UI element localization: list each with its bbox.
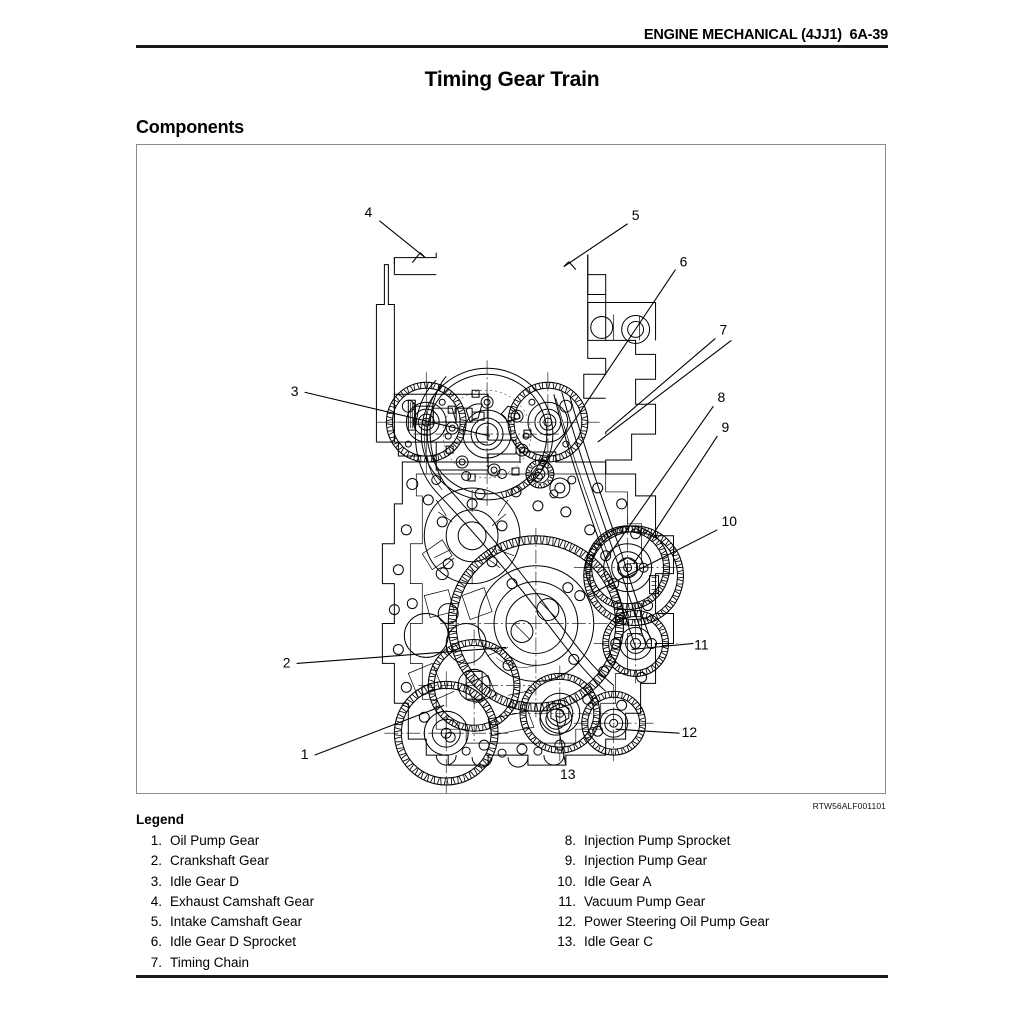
legend-item-label: Exhaust Camshaft Gear [170,893,315,909]
legend-heading: Legend [136,812,185,827]
legend-column-right: 8. Injection Pump Sprocket 9. Injection Pum… [512,833,888,975]
legend-item-label: Oil Pump Gear [170,833,260,848]
legend-item: 6. Idle Gear D Sprocket [136,934,512,954]
legend-item: 11. Vacuum Pump Gear [550,894,888,914]
legend-item: 9. Injection Pump Gear [550,853,888,873]
legend-item-number: 2. [150,853,162,869]
callout-3: 3 [291,383,299,399]
callout-leaders [296,220,732,766]
legend-item-number: 13. [557,934,576,950]
legend-item: 4. Exhaust Camshaft Gear [136,894,512,914]
running-head-text: ENGINE MECHANICAL (4JJ1) 6A-39 [643,27,888,43]
timing-gear-train-diagram: 4 5 6 3 7 8 9 10 11 2 1 12 13 [283,204,738,793]
gear-tooth-ring [385,381,467,463]
legend-item-label: Idle Gear A [584,873,652,889]
callout-12: 12 [682,724,698,740]
legend-item-number: 3. [150,873,162,889]
legend-item-number: 7. [150,954,162,970]
water-pump-boss [423,487,521,585]
gear-tooth-ring [393,680,499,786]
legend-item-label: Intake Camshaft Gear [170,914,303,930]
gear-tooth-ring [583,525,684,626]
callout-1: 1 [301,746,309,762]
legend-item-number: 1. [150,833,162,848]
legend-item-label: Power Steering Oil Pump Gear [584,914,770,930]
legend-item-label: Injection Pump Sprocket [584,833,731,848]
legend: 1. Oil Pump Gear 2. Crankshaft Gear 3. Idle G… [136,833,888,975]
legend-column-left: 1. Oil Pump Gear 2. Crankshaft Gear 3. Idle G… [136,833,512,975]
gear-tooth-ring [525,459,555,489]
gear-tooth-ring [507,381,589,463]
callout-7: 7 [719,321,727,337]
gear-tooth-ring [427,639,521,732]
gear-tooth-ring [585,525,670,610]
figure-frame: 4 5 6 3 7 8 9 10 11 2 1 12 13 [136,144,886,794]
gear-power-steering-pump [573,685,654,762]
running-head: ENGINE MECHANICAL (4JJ1) 6A-39 [136,26,888,44]
gear-tooth-ring [500,451,550,499]
gear-idle-d [413,360,571,508]
legend-item-number: 12. [557,914,576,930]
legend-item: 10. Idle Gear A [550,874,888,894]
footer-rule [136,975,888,978]
legend-item: 3. Idle Gear D [136,874,512,894]
legend-item: 5. Intake Camshaft Gear [136,914,512,934]
callout-13: 13 [560,766,576,782]
legend-item: 1. Oil Pump Gear [136,833,512,853]
page-title: Timing Gear Train [424,68,600,91]
gear-tooth-ring [447,535,625,712]
legend-item: 8. Injection Pump Sprocket [550,833,888,853]
cylinder-head-outline [375,252,657,474]
legend-item-number: 11. [558,893,576,909]
legend-item-label: Idle Gear C [584,934,654,950]
callout-10: 10 [722,513,738,529]
legend-item: 7. Timing Chain [136,955,512,975]
gear-tooth-ring [581,690,646,756]
callout-9: 9 [721,419,729,435]
gear-exhaust-camshaft [376,372,479,474]
legend-item-label: Vacuum Pump Gear [584,893,706,909]
gear-cover-plate [393,393,517,463]
callout-4: 4 [365,204,373,220]
legend-item-number: 9. [564,853,576,869]
gear-teeth [385,381,684,786]
legend-item-number: 4. [150,893,162,909]
legend-item-label: Injection Pump Gear [584,853,708,869]
section-heading: Components [136,117,244,137]
callout-5: 5 [632,207,640,223]
legend-item-number: 8. [564,833,576,848]
legend-item-number: 5. [150,914,162,930]
callout-6: 6 [680,254,688,270]
figure-reference-code: RTW56ALF001101 [812,801,886,811]
legend-item: 12. Power Steering Oil Pump Gear [550,914,888,934]
callout-11: 11 [694,636,709,652]
timing-case-outline [381,451,674,766]
callout-8: 8 [717,389,725,405]
callout-2: 2 [283,654,291,670]
legend-item-label: Timing Chain [170,954,250,970]
legend-item-label: Idle Gear D [170,873,240,889]
legend-item: 13. Idle Gear C [550,934,888,954]
gear-idle-a [593,603,678,684]
legend-item-label: Crankshaft Gear [170,853,270,869]
case-bolt-holes [388,469,658,768]
legend-item-label: Idle Gear D Sprocket [170,934,297,950]
legend-item: 2. Crankshaft Gear [136,853,512,873]
header-rule [136,45,888,48]
legend-item-number: 6. [150,934,162,950]
legend-item-number: 10. [557,873,576,889]
gear-tooth-ring [602,610,669,677]
